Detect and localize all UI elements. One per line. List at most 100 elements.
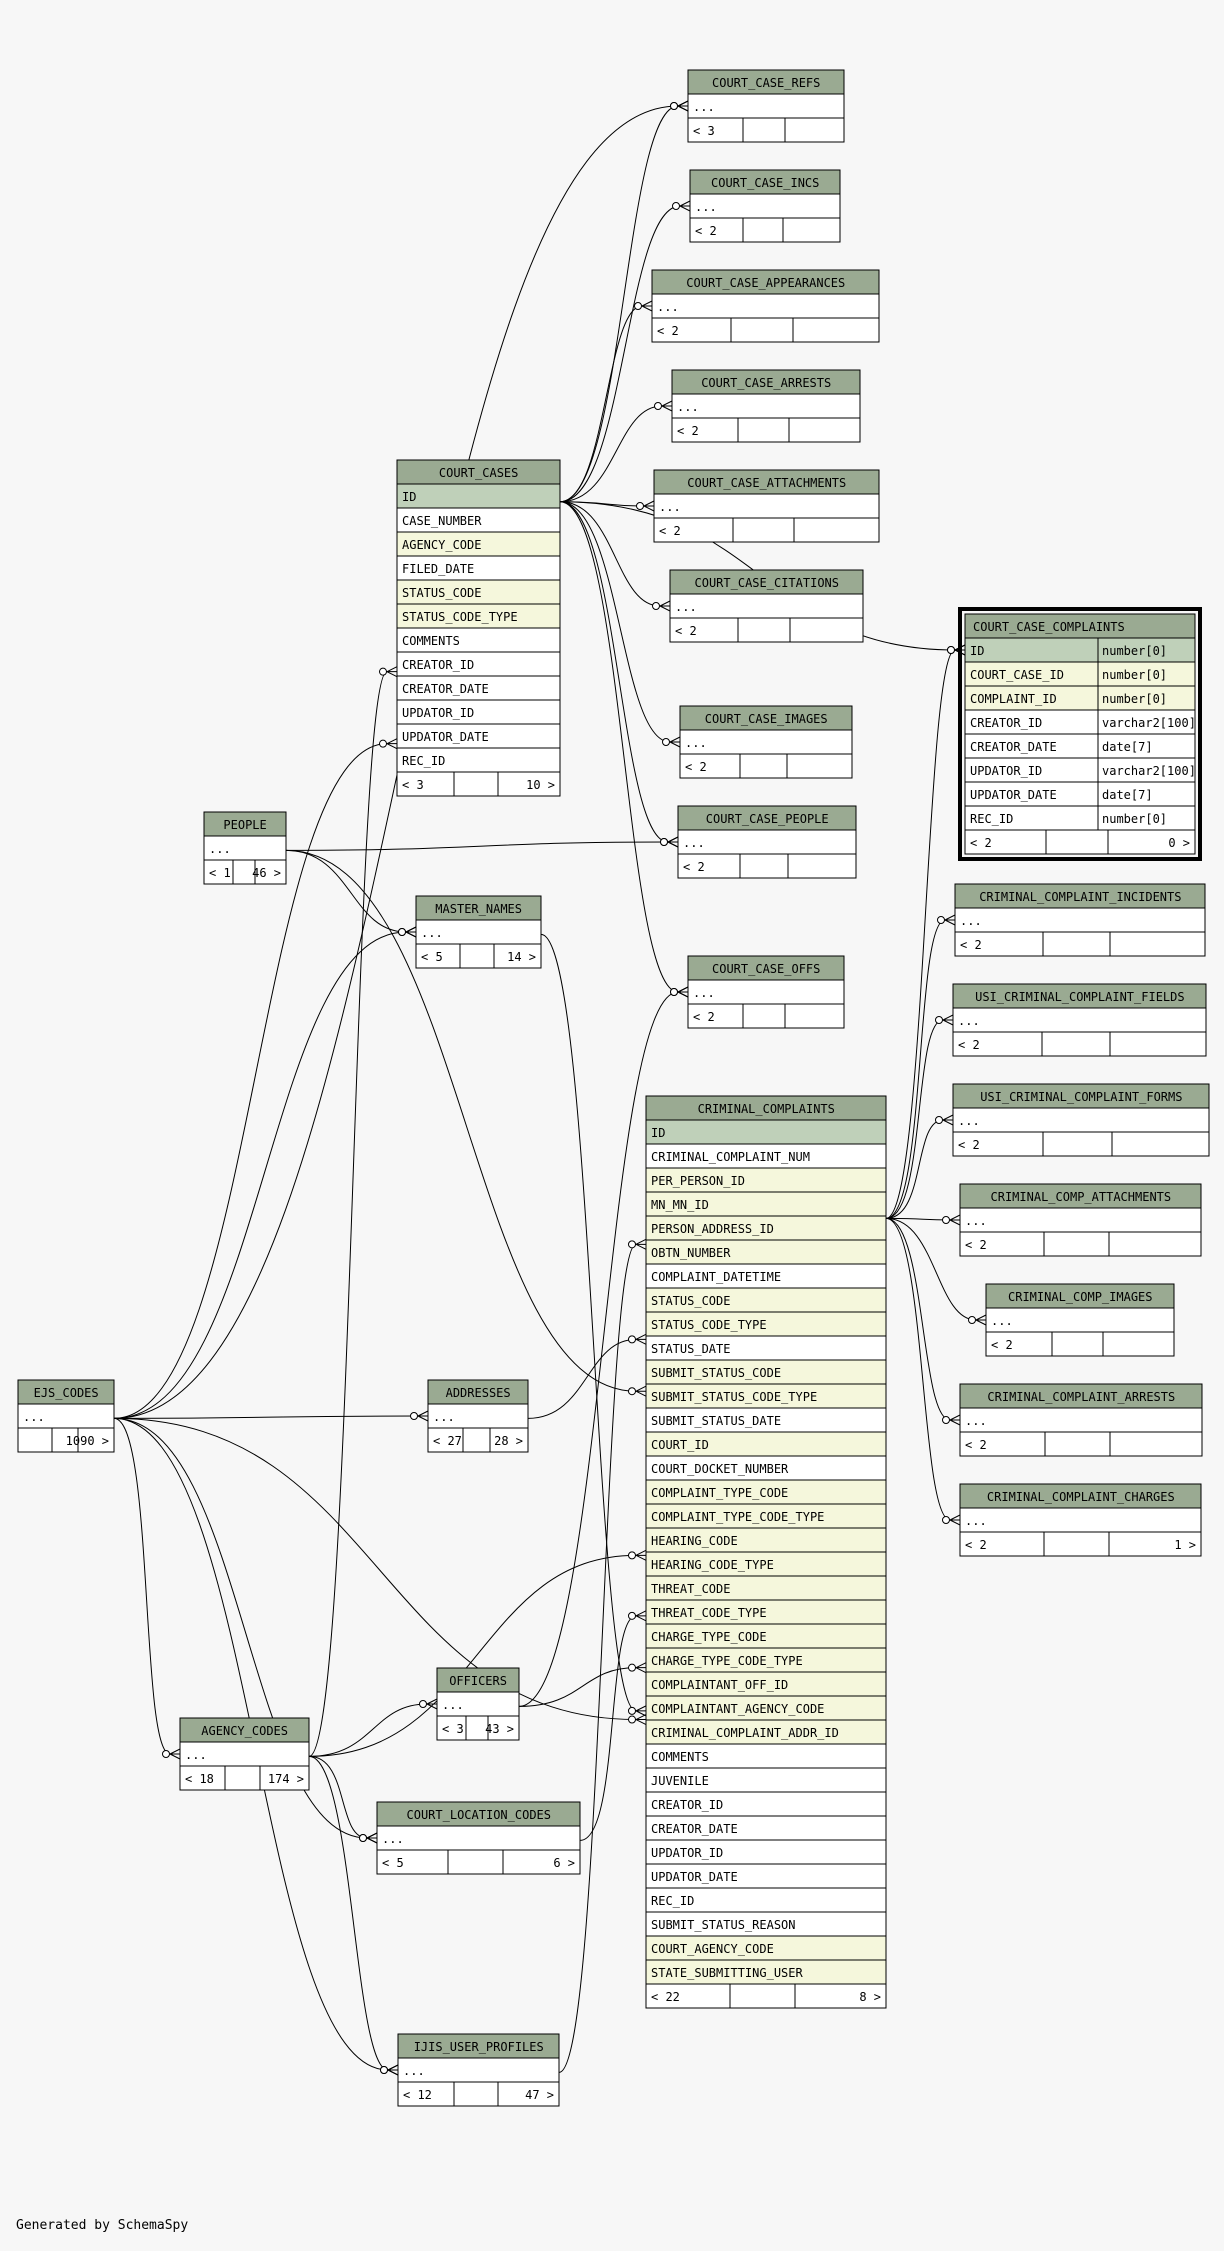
table-criminal-complaints[interactable]: CRIMINAL_COMPLAINTSIDCRIMINAL_COMPLAINT_… (645, 1095, 887, 2009)
parent-count[interactable]: < 2 (695, 224, 717, 238)
parent-count[interactable]: < 18 (185, 1772, 214, 1786)
column-row[interactable]: COMMENTS (645, 1743, 887, 1769)
foreign-key-row[interactable]: AGENCY_CODE (396, 531, 561, 557)
parent-count[interactable]: < 2 (965, 1238, 987, 1252)
column-row[interactable]: ... (669, 593, 864, 619)
parent-count[interactable]: < 2 (685, 760, 707, 774)
child-count[interactable]: 174 > (268, 1772, 304, 1786)
column-row[interactable]: ... (677, 829, 857, 855)
column-row[interactable]: COURT_DOCKET_NUMBER (645, 1455, 887, 1481)
column-row[interactable]: UPDATOR_ID (396, 699, 561, 725)
child-count[interactable]: 43 > (485, 1722, 514, 1736)
parent-count[interactable]: < 1 (209, 866, 231, 880)
table-court-case-images[interactable]: COURT_CASE_IMAGES...< 2 (679, 705, 853, 779)
parent-count[interactable]: < 2 (958, 1038, 980, 1052)
foreign-key-row[interactable]: HEARING_CODE (645, 1527, 887, 1553)
parent-count[interactable]: < 2 (970, 836, 992, 850)
foreign-key-row[interactable]: STATUS_CODE (396, 579, 561, 605)
parent-count[interactable]: < 3 (402, 778, 424, 792)
column-row[interactable]: COMMENTS (396, 627, 561, 653)
column-row[interactable]: CREATOR_ID (645, 1791, 887, 1817)
column-row[interactable]: ... (436, 1691, 520, 1717)
child-count[interactable]: 10 > (526, 778, 555, 792)
column-row[interactable]: ... (376, 1825, 581, 1851)
foreign-key-row[interactable]: CHARGE_TYPE_CODE_TYPE (645, 1647, 887, 1673)
parent-count[interactable]: < 2 (659, 524, 681, 538)
child-count[interactable]: 8 > (859, 1990, 881, 2004)
foreign-key-row[interactable]: PER_PERSON_ID (645, 1167, 887, 1193)
table-court-case-attachments[interactable]: COURT_CASE_ATTACHMENTS...< 2 (653, 469, 880, 543)
column-row[interactable]: UPDATOR_DATE (645, 1863, 887, 1889)
parent-count[interactable]: < 2 (958, 1138, 980, 1152)
column-row[interactable]: ... (959, 1407, 1203, 1433)
column-row[interactable]: SUBMIT_STATUS_DATE (645, 1407, 887, 1433)
column-row[interactable]: ... (959, 1507, 1202, 1533)
column-row[interactable]: CREATOR_DATE (396, 675, 561, 701)
parent-count[interactable]: < 2 (683, 860, 705, 874)
parent-count[interactable]: < 27 (433, 1434, 462, 1448)
parent-count[interactable]: < 22 (651, 1990, 680, 2004)
parent-count[interactable]: < 2 (991, 1338, 1013, 1352)
foreign-key-row[interactable]: CHARGE_TYPE_CODE (645, 1623, 887, 1649)
child-count[interactable]: 1090 > (66, 1434, 109, 1448)
column-row[interactable]: ... (952, 1107, 1210, 1133)
foreign-key-row[interactable]: COMPLAINTANT_AGENCY_CODE (645, 1695, 887, 1721)
foreign-key-row[interactable]: STATUS_CODE_TYPE (396, 603, 561, 629)
table-ejs-codes[interactable]: EJS_CODES...1090 > (17, 1379, 115, 1453)
foreign-key-row[interactable]: MN_MN_ID (645, 1191, 887, 1217)
foreign-key-row[interactable]: COURT_AGENCY_CODE (645, 1935, 887, 1961)
table-criminal-comp-attachments[interactable]: CRIMINAL_COMP_ATTACHMENTS...< 2 (959, 1183, 1202, 1257)
column-row[interactable]: ... (203, 835, 287, 861)
table-court-case-appearances[interactable]: COURT_CASE_APPEARANCES...< 2 (651, 269, 880, 343)
foreign-key-row[interactable]: COMPLAINT_TYPE_CODE_TYPE (645, 1503, 887, 1529)
foreign-key-row[interactable]: STATUS_CODE_TYPE (645, 1311, 887, 1337)
foreign-key-row[interactable]: OBTN_NUMBER (645, 1239, 887, 1265)
foreign-key-row[interactable]: PERSON_ADDRESS_ID (645, 1215, 887, 1241)
parent-count[interactable]: < 2 (960, 938, 982, 952)
parent-count[interactable]: < 2 (965, 1438, 987, 1452)
foreign-key-row[interactable]: SUBMIT_STATUS_CODE_TYPE (645, 1383, 887, 1409)
column-row[interactable]: REC_ID (645, 1887, 887, 1913)
foreign-key-row[interactable]: CRIMINAL_COMPLAINT_ADDR_ID (645, 1719, 887, 1745)
foreign-key-row[interactable]: THREAT_CODE (645, 1575, 887, 1601)
parent-count[interactable]: < 3 (442, 1722, 464, 1736)
child-count[interactable]: 14 > (507, 950, 536, 964)
foreign-key-row[interactable]: COMPLAINT_TYPE_CODE (645, 1479, 887, 1505)
column-row[interactable]: ... (653, 493, 880, 519)
foreign-key-row[interactable]: COURT_ID (645, 1431, 887, 1457)
child-count[interactable]: 0 > (1168, 836, 1190, 850)
table-usi-criminal-complaint-fields[interactable]: USI_CRIMINAL_COMPLAINT_FIELDS...< 2 (952, 983, 1207, 1057)
column-row[interactable]: CREATOR_ID (396, 651, 561, 677)
column-row[interactable]: FILED_DATE (396, 555, 561, 581)
column-row[interactable]: ... (959, 1207, 1202, 1233)
column-row[interactable]: CRIMINAL_COMPLAINT_NUM (645, 1143, 887, 1169)
column-row[interactable]: SUBMIT_STATUS_REASON (645, 1911, 887, 1937)
parent-count[interactable]: < 3 (693, 124, 715, 138)
column-row[interactable]: ... (689, 193, 841, 219)
column-row[interactable]: ... (679, 729, 853, 755)
parent-count[interactable]: < 12 (403, 2088, 432, 2102)
column-row[interactable]: ... (397, 2057, 560, 2083)
foreign-key-row[interactable]: COMPLAINTANT_OFF_ID (645, 1671, 887, 1697)
table-criminal-comp-images[interactable]: CRIMINAL_COMP_IMAGES...< 2 (985, 1283, 1175, 1357)
column-row[interactable]: ... (651, 293, 880, 319)
table-court-case-incs[interactable]: COURT_CASE_INCS...< 2 (689, 169, 841, 243)
column-row[interactable]: ... (427, 1403, 529, 1429)
foreign-key-row[interactable]: STATUS_CODE (645, 1287, 887, 1313)
table-criminal-complaint-arrests[interactable]: CRIMINAL_COMPLAINT_ARRESTS...< 2 (959, 1383, 1203, 1457)
column-row[interactable]: COMPLAINT_DATETIME (645, 1263, 887, 1289)
table-court-case-offs[interactable]: COURT_CASE_OFFS...< 2 (687, 955, 845, 1029)
column-row[interactable]: CREATOR_DATE (645, 1815, 887, 1841)
foreign-key-row[interactable]: SUBMIT_STATUS_CODE (645, 1359, 887, 1385)
